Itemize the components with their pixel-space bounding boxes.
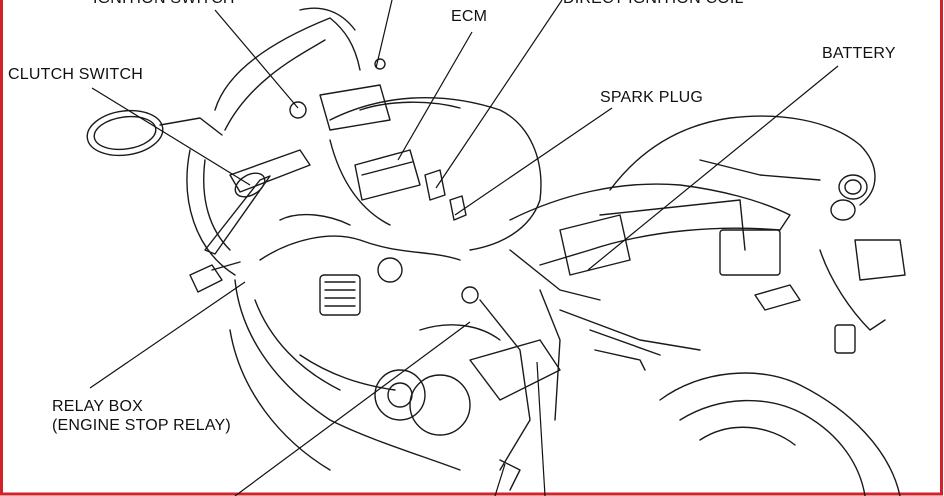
motorcycle-outline xyxy=(86,7,906,496)
leader-lines xyxy=(89,0,839,496)
label-ignition-switch: IGNITION SWITCH xyxy=(93,0,235,8)
label-relay-box-detail: (ENGINE STOP RELAY) xyxy=(52,417,231,434)
label-clutch-switch: CLUTCH SWITCH xyxy=(8,66,144,83)
label-battery: BATTERY xyxy=(822,45,896,62)
label-spark-plug: SPARK PLUG xyxy=(600,89,704,106)
label-direct-ignition-coil: DIRECT IGNITION COIL xyxy=(563,0,744,8)
label-ecm: ECM xyxy=(451,8,488,25)
label-relay-box: RELAY BOX xyxy=(52,398,144,415)
